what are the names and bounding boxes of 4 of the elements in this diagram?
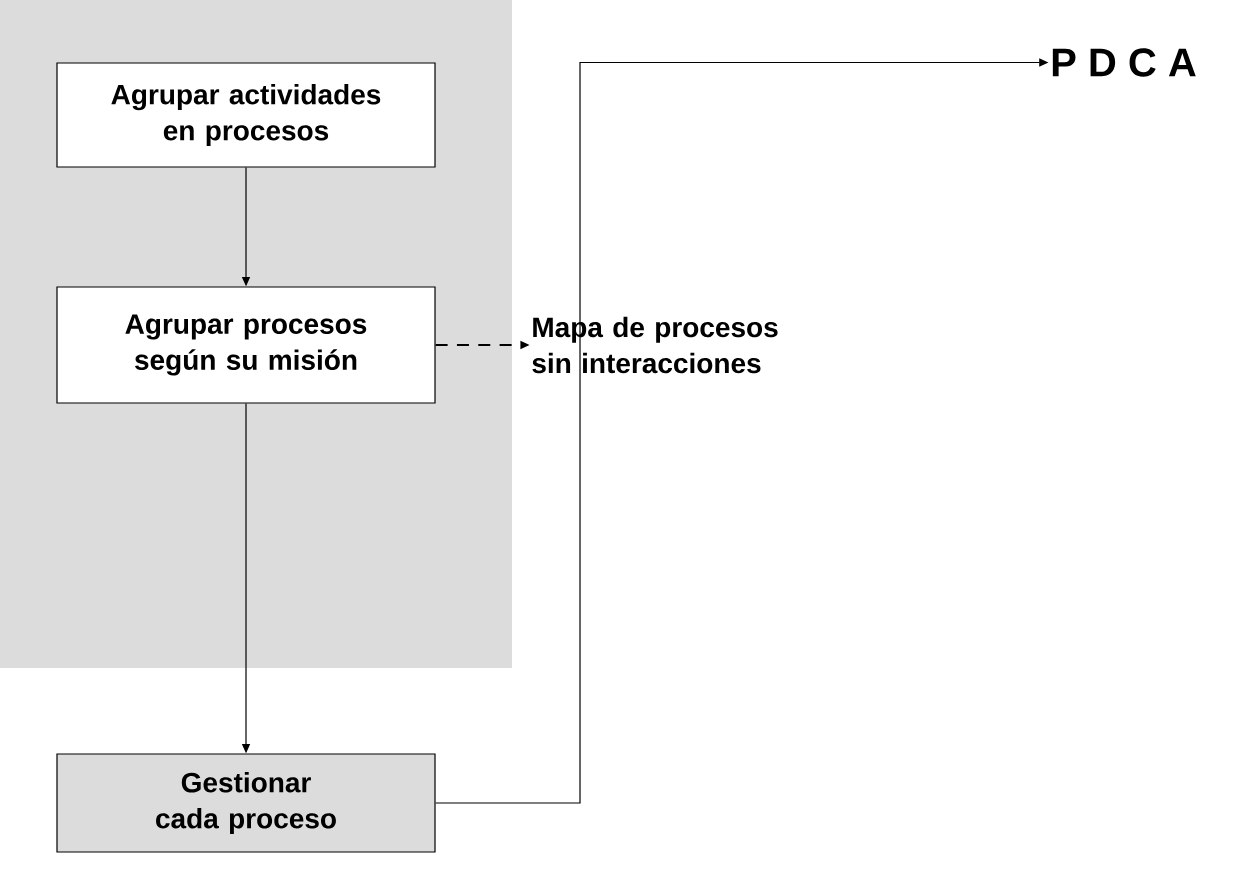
process-box: Agrupar actividades en procesos [56, 62, 436, 168]
cycle-label: P D C A [1052, 48, 1196, 77]
process-box: Gestionar cada proceso [56, 753, 436, 853]
process-box: Agrupar procesos según su misión [56, 286, 436, 404]
